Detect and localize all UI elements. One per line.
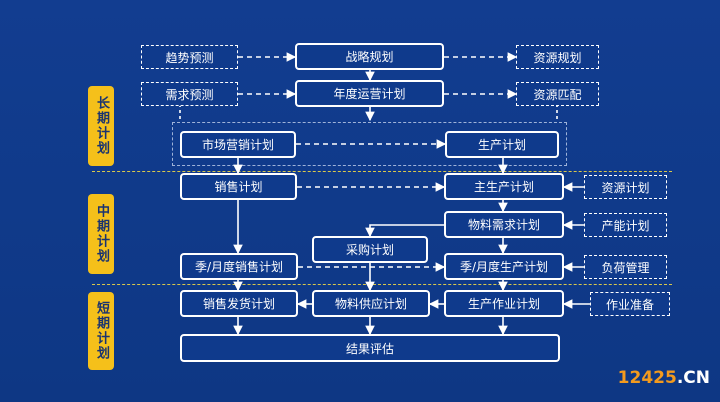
node-procurement-plan: 采购计划 bbox=[312, 236, 428, 263]
node-marketing-plan: 市场营销计划 bbox=[180, 131, 296, 158]
node-quarterly-production-plan: 季/月度生产计划 bbox=[444, 253, 564, 280]
watermark-suffix: .CN bbox=[676, 368, 710, 388]
node-quarterly-sales-plan: 季/月度销售计划 bbox=[180, 253, 298, 280]
node-material-requirements-plan: 物料需求计划 bbox=[444, 211, 564, 238]
node-trend-forecast: 趋势预测 bbox=[141, 45, 238, 69]
node-resource-match: 资源匹配 bbox=[516, 82, 599, 106]
node-sales-delivery-plan: 销售发货计划 bbox=[180, 290, 298, 317]
long-term-core-region bbox=[172, 122, 567, 166]
phase-label-short-term: 短期计划 bbox=[88, 292, 114, 370]
watermark-number: 12425 bbox=[617, 368, 677, 388]
node-production-job-plan: 生产作业计划 bbox=[444, 290, 564, 317]
phase-separator-mid-short bbox=[92, 284, 672, 285]
site-watermark: 12425.CN bbox=[618, 368, 710, 388]
node-capacity-plan: 产能计划 bbox=[584, 213, 667, 237]
phase-label-long-term-text: 长期计划 bbox=[94, 96, 109, 156]
node-job-preparation: 作业准备 bbox=[590, 292, 670, 316]
phase-label-long-term: 长期计划 bbox=[88, 86, 114, 166]
phase-label-mid-term-text: 中期计划 bbox=[94, 204, 109, 264]
edge-mrp-procurement bbox=[365, 224, 444, 238]
node-sales-plan: 销售计划 bbox=[180, 173, 297, 200]
node-result-evaluation: 结果评估 bbox=[180, 334, 560, 362]
node-master-production-plan: 主生产计划 bbox=[444, 173, 564, 200]
phase-label-short-term-text: 短期计划 bbox=[94, 301, 109, 361]
node-resource-plan-long: 资源规划 bbox=[516, 45, 599, 69]
node-strategic-plan: 战略规划 bbox=[295, 43, 444, 70]
node-load-management: 负荷管理 bbox=[584, 255, 667, 279]
node-annual-ops-plan: 年度运营计划 bbox=[295, 80, 444, 107]
node-production-plan: 生产计划 bbox=[445, 131, 559, 158]
node-demand-forecast: 需求预测 bbox=[141, 82, 238, 106]
phase-label-mid-term: 中期计划 bbox=[88, 194, 114, 274]
phase-separator-long-mid bbox=[92, 171, 672, 172]
node-material-supply-plan: 物料供应计划 bbox=[312, 290, 430, 317]
node-resource-plan-mid: 资源计划 bbox=[584, 175, 667, 199]
